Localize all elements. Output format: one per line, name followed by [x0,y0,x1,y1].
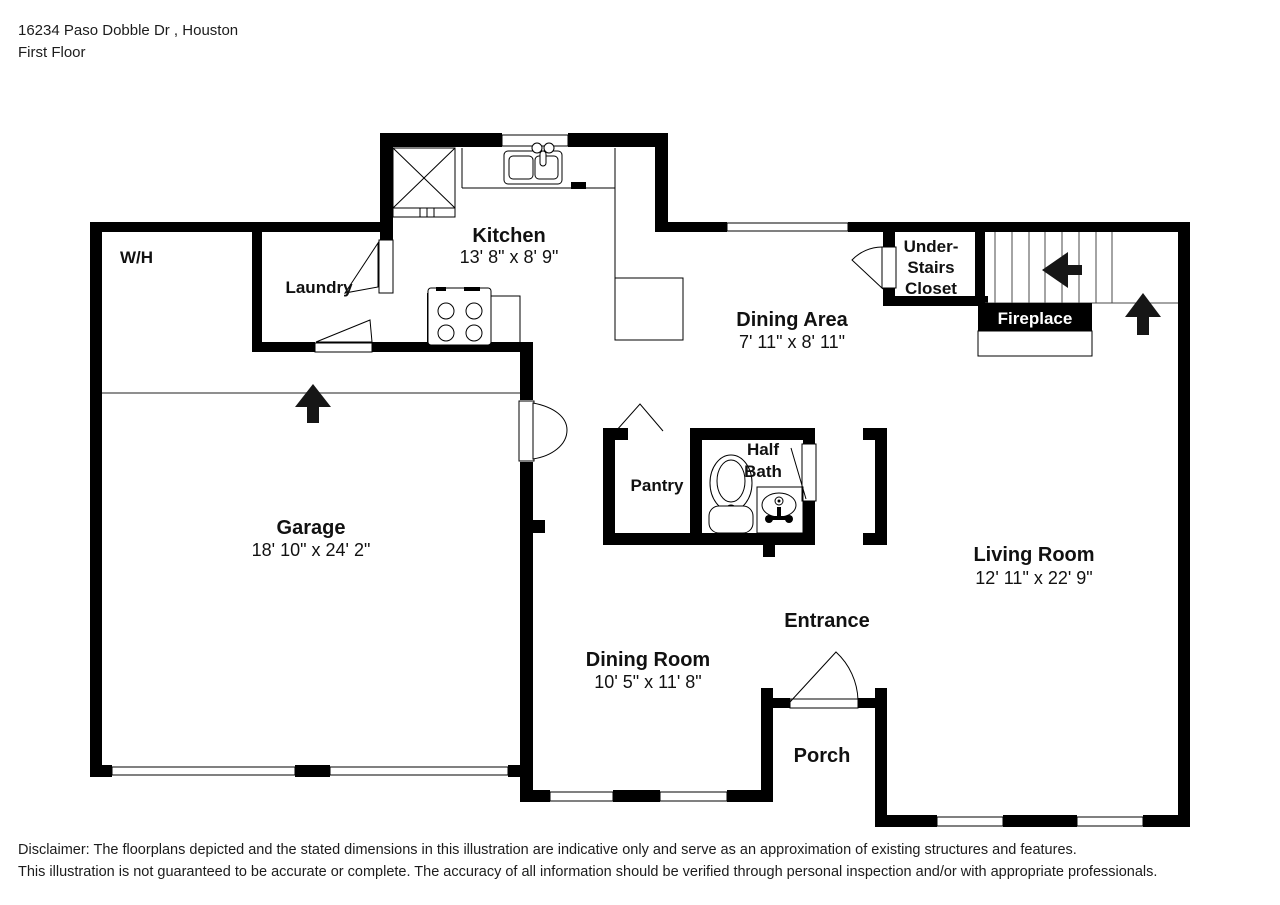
room-label-dining-room: Dining Room [586,649,710,671]
room-label-living-room: Living Room [973,544,1094,566]
laundry-garage-door [314,319,373,353]
room-label-dining-area: Dining Area [736,309,848,331]
room-label-wh: W/H [120,248,153,267]
refrigerator-fixture [392,147,456,218]
garage-up-arrow [295,384,331,423]
closet-label-line3: Closet [905,279,957,298]
room-dims-dining-room: 10' 5" x 11' 8" [594,672,701,692]
fireplace-hearth [977,330,1093,357]
dining-room-window-2 [659,791,728,802]
room-dims-living-room: 12' 11" x 22' 9" [975,568,1092,588]
room-labels: W/H Laundry Kitchen 13' 8" x 8' 9" Dinin… [120,225,1095,767]
stove-fixture [427,287,492,346]
room-dims-kitchen: 13' 8" x 8' 9" [460,247,559,267]
stairs-up-arrow [1125,293,1161,335]
disclaimer: Disclaimer: The floorplans depicted and … [18,839,1157,883]
toilet-fixture [708,454,754,534]
garage-house-door [518,400,568,462]
address-title: 16234 Paso Dobble Dr , Houston [18,22,239,39]
entrance-door [789,651,859,709]
disclaimer-line2: This illustration is not guaranteed to b… [18,864,1158,880]
walls [90,133,1190,827]
pantry-door [615,403,664,432]
doors [314,239,897,709]
dining-area-window [726,222,849,232]
windows [111,134,1144,827]
half-bath-label-line1: Half [747,440,779,459]
garage-door-1 [111,766,296,776]
half-bath-label-line2: Bath [744,462,782,481]
room-label-kitchen: Kitchen [472,225,545,247]
closet-label-line1: Under- [904,237,959,256]
living-room-window-2 [1076,816,1144,827]
room-label-porch: Porch [794,745,851,767]
room-dims-dining-area: 7' 11" x 8' 11" [739,332,845,352]
kitchen-fixtures [392,142,684,346]
stairs-left-arrow [1042,252,1082,288]
half-bath-fixtures [708,454,804,534]
vanity-sink-fixture [756,486,804,534]
dining-room-window-1 [549,791,614,802]
laundry-door [343,239,394,294]
plan-header: 16234 Paso Dobble Dr , Houston First Flo… [18,20,238,64]
room-label-pantry: Pantry [631,476,684,495]
dishwasher-mark [571,182,586,189]
direction-arrows [295,252,1161,423]
floor-title: First Floor [18,44,86,61]
garage-door-2 [329,766,509,776]
room-label-entrance: Entrance [784,610,870,632]
room-dims-garage: 18' 10" x 24' 2" [252,540,371,560]
closet-door [851,246,897,290]
living-room-window-1 [936,816,1004,827]
room-label-laundry: Laundry [285,278,353,297]
disclaimer-line1: Disclaimer: The floorplans depicted and … [18,842,1077,858]
fireplace-label: Fireplace [998,309,1073,328]
closet-label-line2: Stairs [907,258,954,277]
room-label-garage: Garage [277,517,346,539]
fireplace: Fireplace [977,303,1093,357]
sink-fixture [503,142,563,185]
